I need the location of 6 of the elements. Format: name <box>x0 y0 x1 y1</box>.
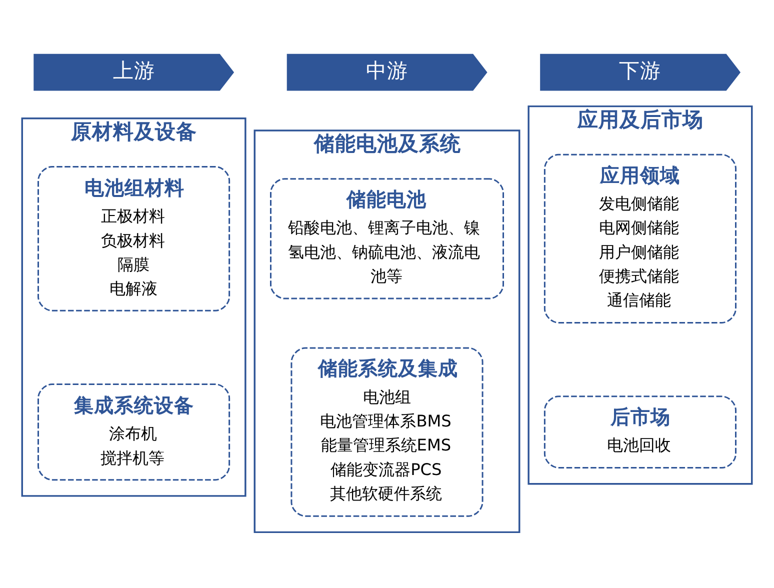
node-box: 集成系统设备 涂布机 搅拌机等 <box>38 383 230 480</box>
node-box: 储能电池 铅酸电池、锂离子电池、镍氢电池、钠硫电池、液流电池等 <box>270 178 504 299</box>
node-box: 应用领域 发电侧储能 电网侧储能 用户侧储能 便携式储能 通信储能 <box>544 153 736 323</box>
node-box: 储能系统及集成 电池组 电池管理体系BMS 能量管理系统EMS 储能变流器PCS 其他软硬件系统 <box>290 346 484 516</box>
node-box: 后市场 电池回收 <box>544 395 736 468</box>
node-box: 电池组材料 正极材料 负极材料 隔膜 电解液 <box>38 165 230 311</box>
